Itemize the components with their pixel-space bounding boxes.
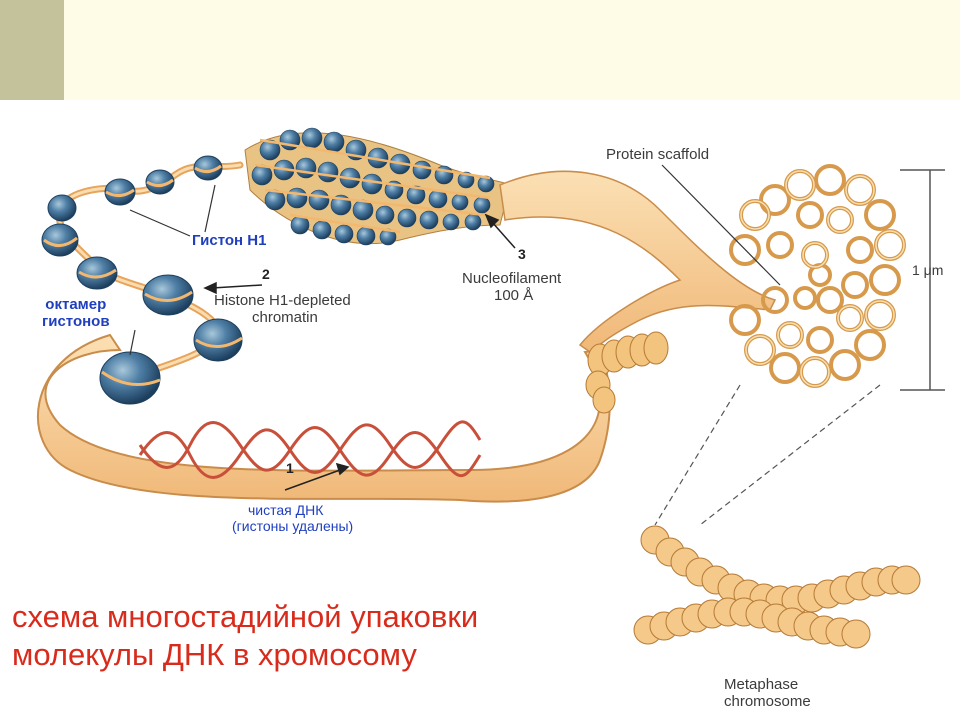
slide-accent-square <box>0 0 64 100</box>
coiled-fiber-segment <box>585 331 669 414</box>
label-stage-3-text: Nucleofilament 100 Å <box>462 270 562 305</box>
nucleofilament-solenoid <box>244 127 511 246</box>
label-stage-2-number: 2 <box>262 266 270 282</box>
label-histone-h1: Гистон H1 <box>192 232 267 249</box>
looped-chromatin-domain <box>729 164 906 388</box>
magnification-lines <box>654 384 881 526</box>
dna-double-helix <box>138 420 482 479</box>
label-stage-3-number: 3 <box>518 246 526 262</box>
pointer-lines <box>129 164 781 356</box>
stage-arrows <box>203 213 516 491</box>
chromatin-fiber-to-scaffold <box>499 170 777 353</box>
slide-title-band <box>0 0 960 100</box>
scale-bar <box>900 169 945 391</box>
metaphase-chromosome <box>633 525 921 649</box>
figure-caption: схема многостадийной упаковки молекулы Д… <box>12 599 479 672</box>
label-histone-octamer: октамер гистонов <box>42 296 110 331</box>
label-protein-scaffold: Protein scaffold <box>606 146 710 163</box>
label-stage-1-number: 1 <box>286 460 294 476</box>
label-stage-2-text: Histone H1-depleted chromatin <box>214 292 351 327</box>
label-metaphase-chromosome: Metaphase chromosome <box>724 676 811 711</box>
label-stage-1-text: чистая ДНК (гистоны удалены) <box>232 502 354 535</box>
label-scale-1um: 1 μm <box>912 262 944 278</box>
nucleosomes <box>41 155 243 405</box>
